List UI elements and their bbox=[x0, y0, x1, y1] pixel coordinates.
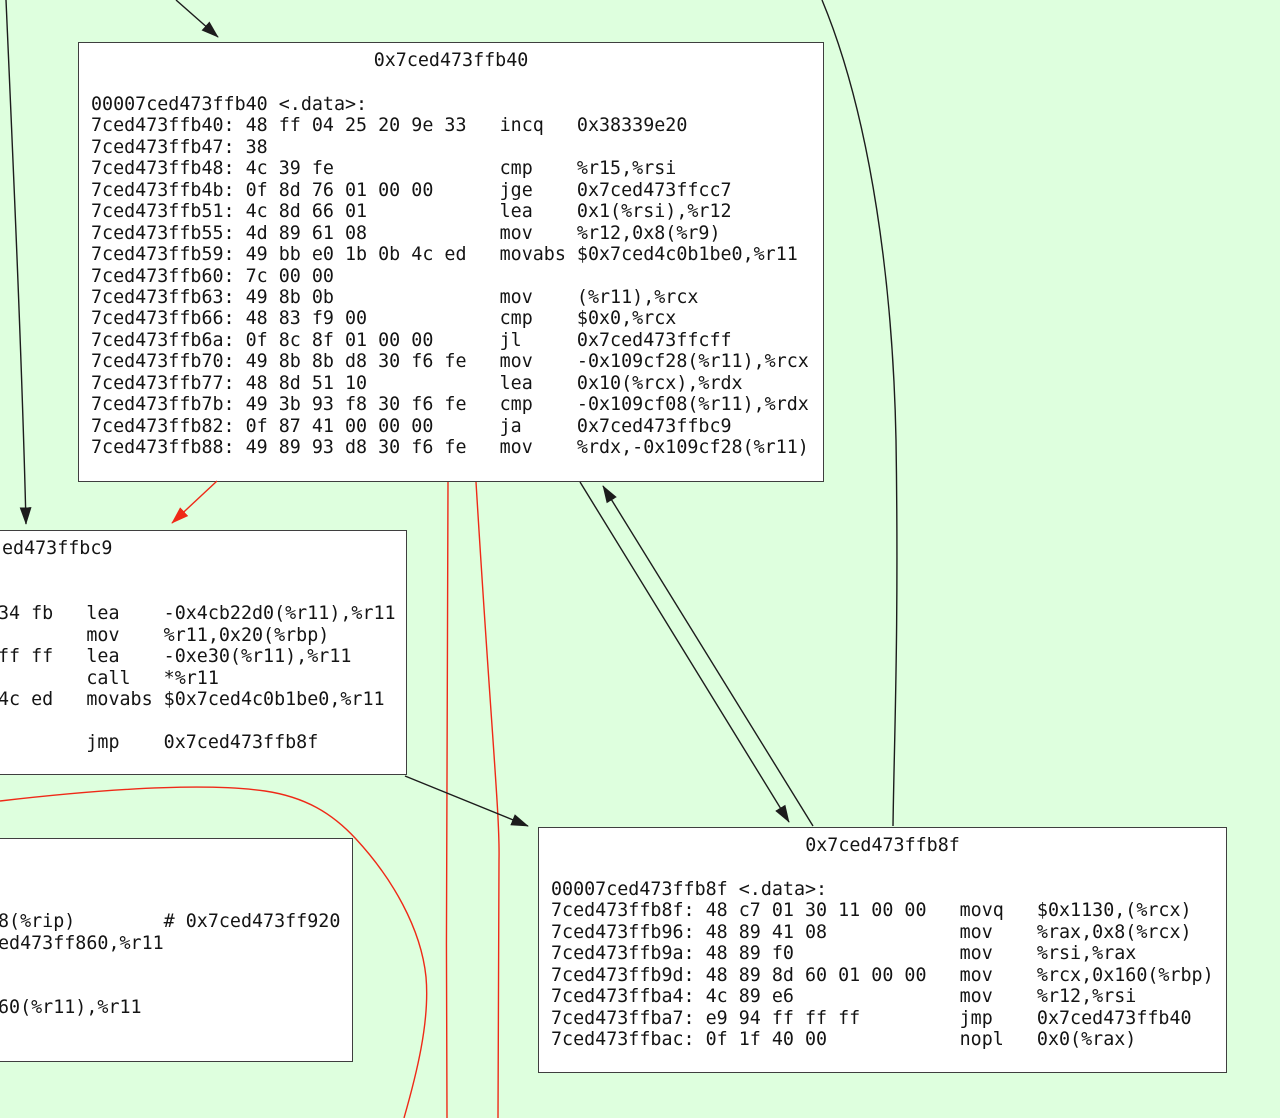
basic-block-fb8f[interactable]: 0x7ced473ffb8f 00007ced473ffb8f <.data>:… bbox=[538, 827, 1227, 1073]
edge-fb40-to-fbc9 bbox=[171, 480, 218, 524]
disasm-line: 7ced473ffb60: 7c 00 00 bbox=[91, 265, 334, 287]
disasm-line bbox=[0, 1019, 340, 1040]
edge-fbc9-to-fb8f bbox=[404, 775, 529, 827]
disasm-line: 7ced473ffb96: 48 89 41 08 mov %rax,0x8(%… bbox=[551, 921, 1192, 943]
disasm-listing-fb40: 00007ced473ffb40 <.data>:7ced473ffb40: 4… bbox=[91, 94, 809, 458]
edge-fb40-to-fb8f bbox=[579, 481, 790, 823]
disasm-line bbox=[0, 976, 340, 997]
disasm-line: 7ced473ffb77: 48 8d 51 10 lea 0x10(%rcx)… bbox=[91, 372, 743, 394]
disasm-line bbox=[0, 711, 396, 732]
disasm-line bbox=[0, 582, 396, 603]
disasm-line: 7ced473ffb47: 38 bbox=[91, 136, 268, 158]
disasm-line: ed473ff860,%r11 bbox=[0, 932, 164, 954]
basic-block-fb40[interactable]: 0x7ced473ffb40 00007ced473ffb40 <.data>:… bbox=[78, 42, 824, 482]
disasm-line: 7ced473ffb59: 49 bb e0 1b 0b 4c ed movab… bbox=[91, 244, 798, 266]
disasm-line: jmp 0x7ced473ffb8f bbox=[0, 732, 319, 754]
disasm-line: 7ced473ffb66: 48 83 f9 00 cmp $0x0,%rcx bbox=[91, 308, 677, 330]
disasm-line: 7ced473ffb6a: 0f 8c 8f 01 00 00 jl 0x7ce… bbox=[91, 329, 732, 351]
disasm-line: 7ced473ffb82: 0f 87 41 00 00 00 ja 0x7ce… bbox=[91, 415, 732, 437]
disasm-line: 00007ced473ffb8f <.data>: bbox=[551, 879, 828, 900]
disasm-line: ff ff lea -0xe30(%r11),%r11 bbox=[0, 646, 352, 668]
disasm-line: 7ced473ffb48: 4c 39 fe cmp %r15,%rsi bbox=[91, 158, 677, 180]
disasm-line: 34 fb lea -0x4cb22d0(%r11),%r11 bbox=[0, 603, 396, 625]
edge-fb40-branch-left bbox=[445, 481, 449, 1118]
disasm-line: 7ced473ffb55: 4d 89 61 08 mov %r12,0x8(%… bbox=[91, 222, 721, 244]
disasm-line: 00007ced473ffb40 <.data>: bbox=[91, 94, 368, 115]
disasm-line: 7ced473ffb4b: 0f 8d 76 01 00 00 jge 0x7c… bbox=[91, 179, 732, 201]
disasm-line: 4c ed movabs $0x7ced4c0b1be0,%r11 bbox=[0, 689, 385, 711]
edge-into-fb40-top bbox=[175, 0, 219, 38]
disasm-line: 7ced473ffb51: 4c 8d 66 01 lea 0x1(%rsi),… bbox=[91, 201, 732, 223]
disasm-line: 7ced473ffba4: 4c 89 e6 mov %r12,%rsi bbox=[551, 986, 1137, 1008]
disasm-line: 7ced473ffb88: 49 89 93 d8 30 f6 fe mov %… bbox=[91, 437, 809, 458]
disasm-line: 7ced473ffba7: e9 94 ff ff ff jmp 0x7ced4… bbox=[551, 1007, 1192, 1029]
disasm-line: 7ced473ffb40: 48 ff 04 25 20 9e 33 incq … bbox=[91, 115, 688, 137]
basic-block-fbc9[interactable]: ed473ffbc9 34 fb lea -0x4cb22d0(%r11),%r… bbox=[0, 530, 407, 775]
disasm-line bbox=[0, 890, 340, 911]
block-title-fb8f: 0x7ced473ffb8f bbox=[805, 835, 960, 856]
edge-fb40-branch-right bbox=[475, 481, 500, 1118]
disasm-line: 7ced473ffb9d: 48 89 8d 60 01 00 00 mov %… bbox=[551, 964, 1214, 986]
disasm-listing-fb8f: 00007ced473ffb8f <.data>:7ced473ffb8f: 4… bbox=[551, 879, 1214, 1051]
edge-fb8f-to-fb40 bbox=[602, 485, 814, 827]
disasm-line: mov %r11,0x20(%rbp) bbox=[0, 624, 330, 646]
edge-into-fb8f-top bbox=[821, 0, 898, 827]
edge-into-fbc9-top bbox=[5, 0, 32, 525]
disasm-line: 7ced473ffb8f: 48 c7 01 30 11 00 00 movq … bbox=[551, 900, 1192, 922]
disasm-line: 8(%rip) # 0x7ced473ff920 bbox=[0, 911, 341, 933]
disasm-line: 7ced473ffb7b: 49 3b 93 f8 30 f6 fe cmp -… bbox=[91, 394, 809, 416]
disasm-line: 7ced473ffb9a: 48 89 f0 mov %rsi,%rax bbox=[551, 943, 1137, 965]
disasm-line: 7ced473ffbac: 0f 1f 40 00 nopl 0x0(%rax) bbox=[551, 1029, 1137, 1051]
disasm-line: 60(%r11),%r11 bbox=[0, 997, 142, 1019]
disasm-line: call *%r11 bbox=[0, 667, 219, 689]
disasm-line: 7ced473ffb63: 49 8b 0b mov (%r11),%rcx bbox=[91, 286, 699, 308]
disasm-line bbox=[0, 954, 340, 975]
disasm-line: 7ced473ffb70: 49 8b 8b d8 30 f6 fe mov -… bbox=[91, 351, 809, 373]
block-title-fbc9: ed473ffbc9 bbox=[2, 538, 113, 559]
block-title-fb40: 0x7ced473ffb40 bbox=[373, 50, 529, 71]
disasm-listing-fbc9: 34 fb lea -0x4cb22d0(%r11),%r11 mov %r11… bbox=[0, 582, 396, 754]
